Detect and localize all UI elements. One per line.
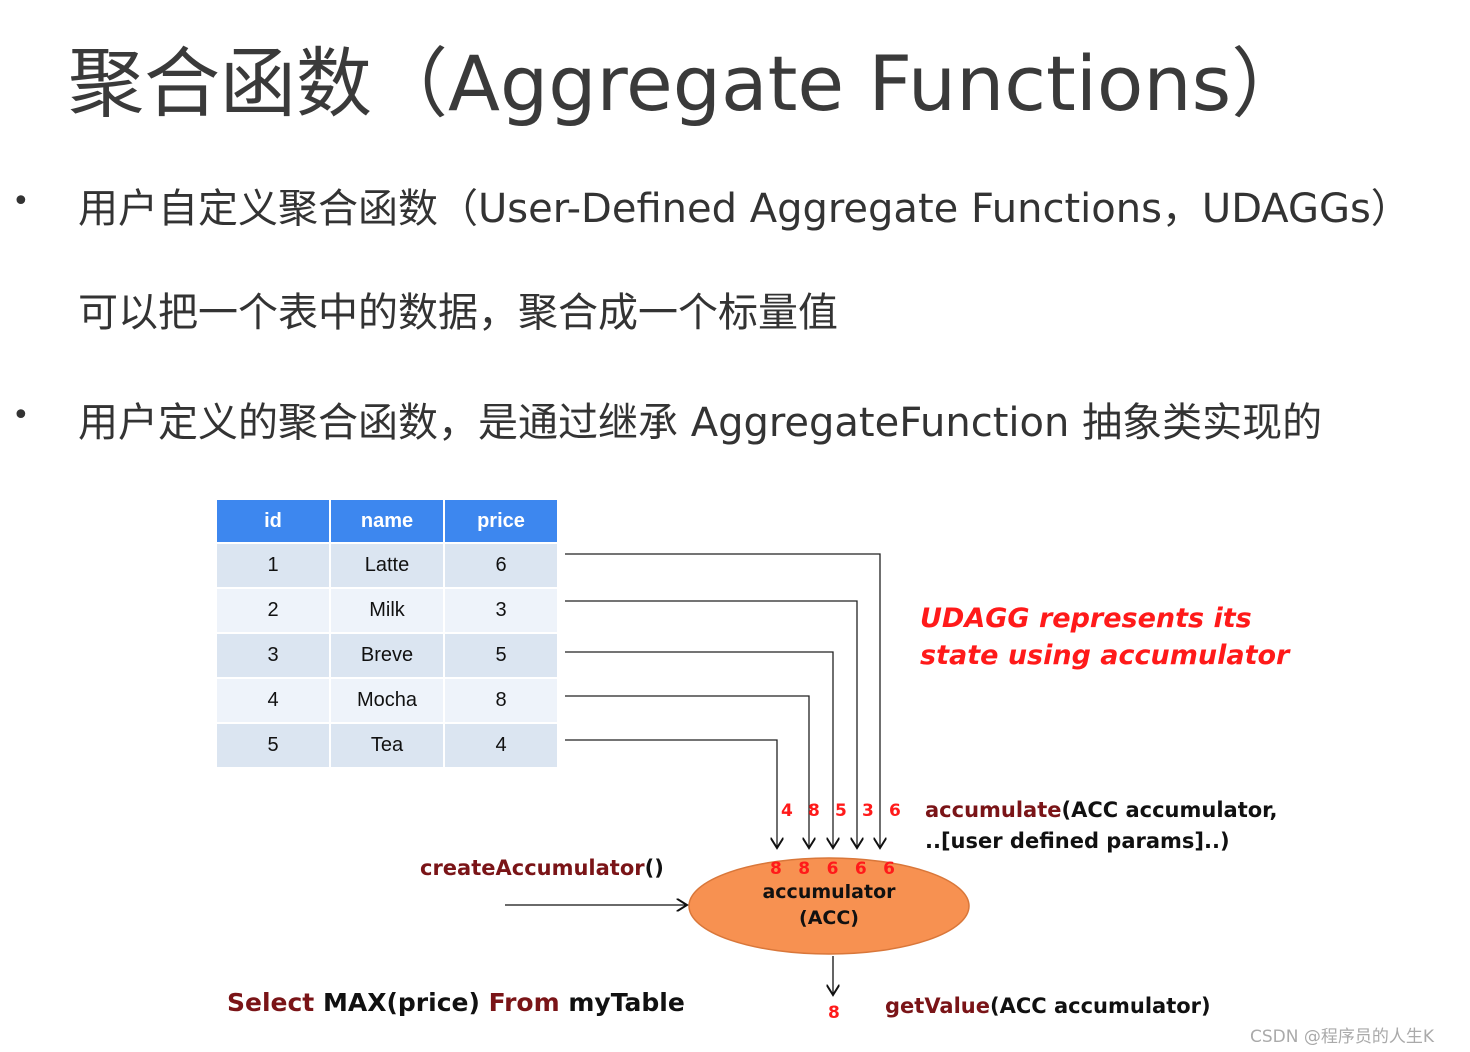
- note-line-2: state using accumulator: [920, 640, 1290, 671]
- cell: 5: [217, 724, 329, 767]
- result-value: 8: [828, 1003, 840, 1023]
- row-arrow: [565, 553, 880, 848]
- sql-from: From: [488, 988, 569, 1017]
- accumulate-args: (ACC accumulator,: [1061, 798, 1278, 822]
- getvalue-signature: getValue(ACC accumulator): [885, 994, 1211, 1018]
- row-arrow: [565, 651, 833, 848]
- cell: 4: [217, 679, 329, 722]
- accumulator-label: accumulator: [762, 881, 896, 903]
- create-method: createAccumulator: [420, 856, 645, 880]
- acc-value: 6: [883, 859, 895, 879]
- getvalue-args: (ACC accumulator): [989, 994, 1211, 1018]
- cell: Mocha: [331, 679, 443, 722]
- getvalue-method: getValue: [885, 994, 990, 1018]
- slide-title: 聚合函数（Aggregate Functions）: [68, 39, 1308, 128]
- cell: 3: [445, 589, 557, 632]
- acc-value: 8: [798, 859, 811, 879]
- cell: 8: [445, 679, 557, 722]
- create-signature: createAccumulator(): [420, 856, 664, 880]
- sql-table: myTable: [568, 988, 685, 1017]
- bullet-2-line-1: 用户定义的聚合函数，是通过继承 AggregateFunction 抽象类实现的: [78, 400, 1323, 446]
- cell: 6: [445, 544, 557, 587]
- note-line-1: UDAGG represents its: [920, 603, 1252, 634]
- arrow-value: 6: [889, 801, 901, 821]
- cell: 2: [217, 589, 329, 632]
- sql-query: Select MAX(price) From myTable: [227, 988, 685, 1017]
- bullet-icon: •: [12, 184, 30, 219]
- sql-max: MAX(price): [322, 988, 489, 1017]
- watermark: CSDN @程序员的人生K: [1250, 1027, 1435, 1047]
- bullet-1-line-1: 用户自定义聚合函数（User-Defined Aggregate Functio…: [78, 186, 1411, 232]
- arrow-value: 5: [835, 801, 847, 821]
- col-id: id: [217, 500, 329, 542]
- arrow-value: 8: [808, 801, 820, 821]
- arrow-value: 4: [781, 801, 793, 821]
- acc-value: 8: [770, 859, 782, 879]
- accumulate-signature: accumulate(ACC accumulator, ..[user defin…: [925, 795, 1277, 857]
- row-arrow: [565, 739, 777, 848]
- acc-value: 6: [854, 859, 867, 879]
- accumulate-method: accumulate: [925, 798, 1062, 822]
- cell: 3: [217, 634, 329, 677]
- sql-select: Select: [227, 988, 323, 1017]
- cell: Latte: [331, 544, 443, 587]
- accumulate-params: ..[user defined params]..): [925, 829, 1230, 853]
- accumulator-abbr: (ACC): [799, 907, 859, 929]
- cell: 5: [445, 634, 557, 677]
- col-name: name: [331, 500, 443, 542]
- udagg-note: UDAGG represents its state using accumula…: [920, 600, 1289, 674]
- cell: Breve: [331, 634, 443, 677]
- accumulator-ellipse: [688, 857, 970, 955]
- cell: Milk: [331, 589, 443, 632]
- cell: 1: [217, 544, 329, 587]
- arrow-value: 3: [862, 801, 874, 821]
- bullet-icon: •: [12, 398, 30, 433]
- col-price: price: [445, 500, 557, 542]
- cell: Tea: [331, 724, 443, 767]
- acc-value: 6: [826, 859, 839, 879]
- create-args: (): [644, 856, 664, 880]
- bullet-1-line-2: 可以把一个表中的数据，聚合成一个标量值: [78, 290, 838, 336]
- row-arrow: [565, 695, 809, 848]
- row-arrow: [565, 600, 857, 848]
- cell: 4: [445, 724, 557, 767]
